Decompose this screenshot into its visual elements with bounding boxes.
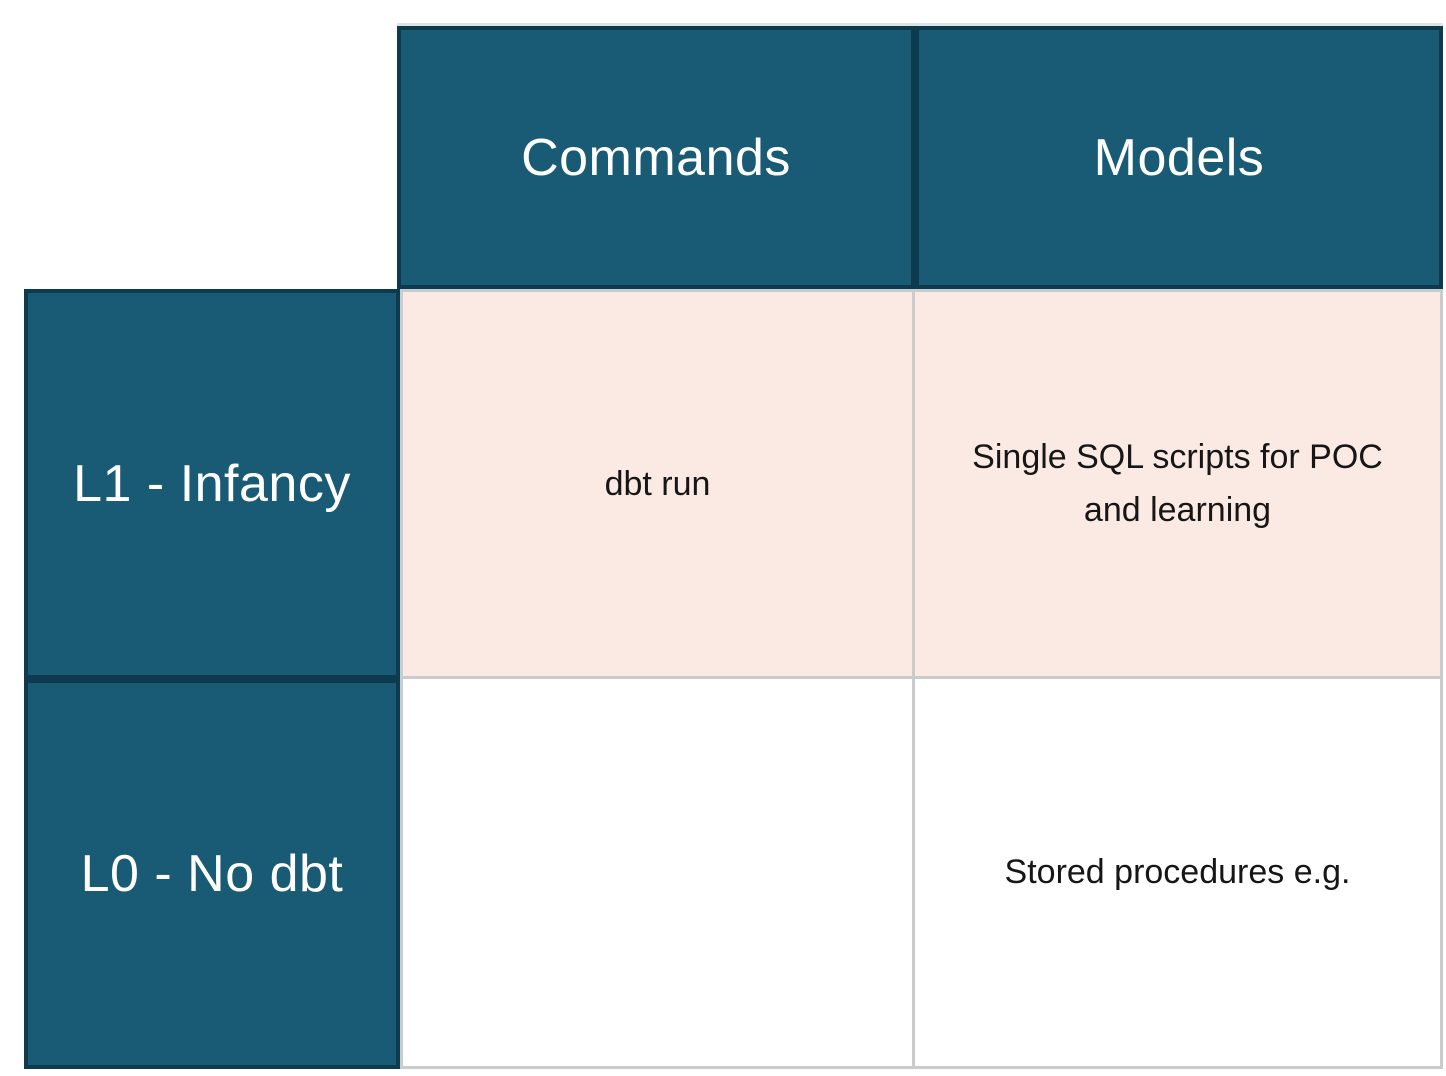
column-header-commands: Commands bbox=[397, 26, 915, 289]
column-header-models-label: Models bbox=[1093, 128, 1265, 187]
cell-l1-commands-text: dbt run bbox=[604, 464, 711, 503]
row-header-l1-label: L1 - Infancy bbox=[73, 455, 351, 513]
cell-l1-commands: dbt run bbox=[400, 289, 915, 679]
row-header-l0-label: L0 - No dbt bbox=[80, 845, 344, 903]
table-top-gridline bbox=[397, 23, 1443, 26]
cell-l0-commands bbox=[400, 679, 915, 1069]
cell-l1-models: Single SQL scripts for POC and learning bbox=[915, 289, 1443, 679]
row-header-l0-no-dbt: L0 - No dbt bbox=[24, 679, 400, 1069]
column-header-commands-label: Commands bbox=[521, 128, 791, 187]
cell-l1-models-text: Single SQL scripts for POC and learning bbox=[972, 438, 1383, 529]
row-header-l1-infancy: L1 - Infancy bbox=[24, 289, 400, 679]
cell-l0-models: Stored procedures e.g. bbox=[915, 679, 1443, 1069]
cell-l0-models-text: Stored procedures e.g. bbox=[1004, 853, 1351, 892]
column-header-models: Models bbox=[915, 26, 1443, 289]
